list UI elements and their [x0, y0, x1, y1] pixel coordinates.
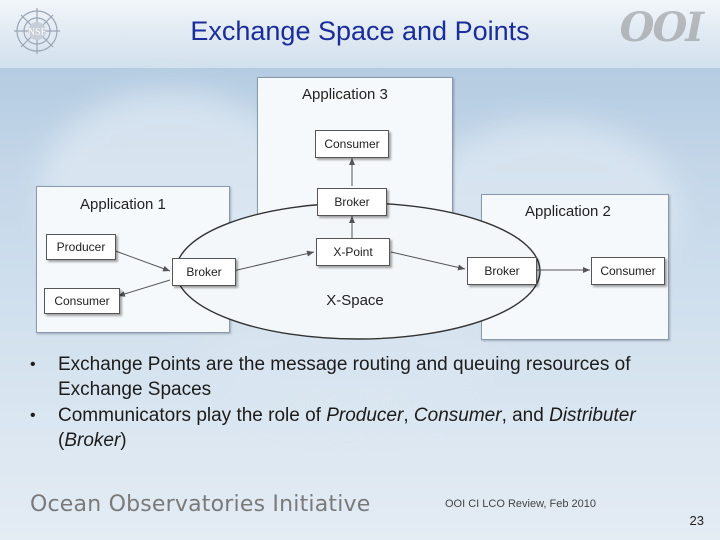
exchange-diagram: Application 1 Application 2 Application …: [36, 77, 669, 340]
consumer-node-app1: Consumer: [44, 288, 120, 314]
broker-node-app1: Broker: [172, 258, 236, 286]
bullet-dot: •: [30, 407, 36, 424]
arrow-broker-to-consumer: [117, 279, 171, 297]
slide-title: Exchange Space and Points: [190, 16, 530, 46]
x-space-label: X-Space: [326, 292, 384, 309]
bullet-item-1: • Exchange Points are the message routin…: [30, 352, 670, 402]
bullet-1-text: Exchange Points are the message routing …: [58, 354, 631, 400]
bullet-item-2: • Communicators play the role of Produce…: [30, 403, 670, 453]
arrow-producer-to-broker: [109, 248, 171, 272]
application-3-label: Application 3: [302, 86, 388, 103]
x-point-node: X-Point: [316, 238, 390, 266]
arrow-broker1-to-xpoint: [232, 250, 315, 272]
footer-org-name: Ocean Observatories Initiative: [30, 492, 371, 517]
consumer-node-app2: Consumer: [591, 257, 665, 285]
header-band: [0, 0, 720, 68]
ooi-logo: OOI: [619, 4, 704, 51]
bullet-list: • Exchange Points are the message routin…: [30, 352, 670, 454]
arrow-xpoint-to-broker2: [390, 251, 466, 271]
bullet-dot: •: [30, 356, 36, 373]
application-2-label: Application 2: [525, 203, 611, 220]
bullet-2-text: Communicators play the role of Producer,…: [58, 405, 636, 451]
application-1-label: Application 1: [80, 196, 166, 213]
footer-event: OOI CI LCO Review, Feb 2010: [445, 498, 597, 510]
page-number: 23: [689, 513, 704, 528]
consumer-node-app3: Consumer: [315, 130, 389, 158]
nsf-logo-icon: NSF: [14, 8, 60, 54]
broker-node-app2: Broker: [467, 257, 537, 285]
svg-text:NSF: NSF: [28, 27, 47, 38]
broker-node-app3: Broker: [317, 188, 387, 216]
producer-node: Producer: [46, 234, 116, 260]
